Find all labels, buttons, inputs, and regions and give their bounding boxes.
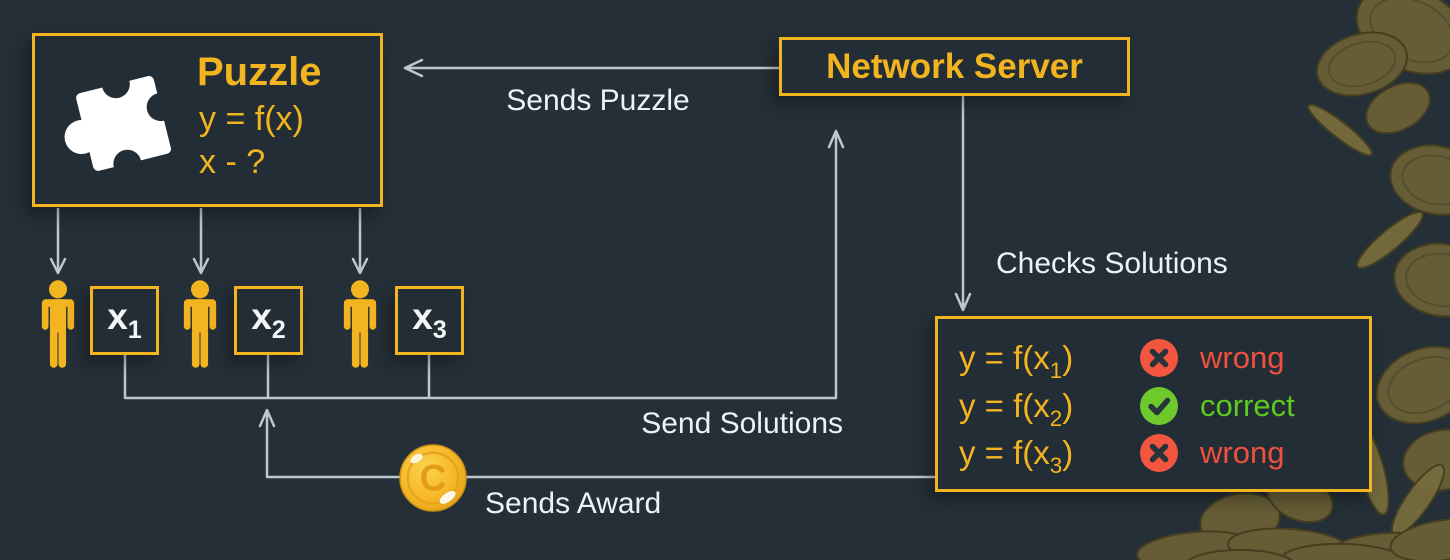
puzzle-piece-icon (39, 44, 194, 199)
solution-3-status: wrong (1200, 435, 1285, 470)
solution-1-status: wrong (1200, 340, 1285, 375)
arrow-sends-puzzle (403, 58, 781, 78)
arrow-checks-solutions (954, 95, 972, 312)
solution-2-status: correct (1200, 388, 1295, 423)
arrow-puzzle-to-miner-1 (49, 207, 67, 275)
puzzle-box: Puzzle y = f(x) x - ? (32, 33, 383, 207)
label-sends-puzzle: Sends Puzzle (506, 84, 690, 117)
solution-3-formula: y = f(x3) (959, 434, 1074, 478)
arrow-send-solutions (123, 129, 845, 400)
miner-3-solution-box: x3 (395, 286, 464, 355)
cross-icon (1140, 434, 1178, 472)
miner-3-variable: x3 (412, 295, 447, 344)
miner-1-person-icon (39, 280, 77, 368)
svg-text:C: C (420, 458, 447, 499)
label-checks-solutions: Checks Solutions (996, 247, 1228, 280)
network-server-box: Network Server (779, 37, 1130, 96)
miner-3-person-icon (341, 280, 379, 368)
award-coin-icon: C (398, 443, 468, 513)
miner-1-solution-box: x1 (90, 286, 159, 355)
network-server-title: Network Server (826, 47, 1083, 86)
puzzle-formula: y = f(x) (199, 100, 304, 138)
miner-2-person-icon (181, 280, 219, 368)
miner-1-variable: x1 (107, 295, 142, 344)
arrow-puzzle-to-miner-2 (192, 207, 210, 275)
check-icon (1140, 387, 1178, 425)
puzzle-unknown: x - ? (199, 143, 266, 181)
falling-coins-graphic (1306, 0, 1450, 492)
cross-icon (1140, 339, 1178, 377)
solution-1-formula: y = f(x1) (959, 339, 1074, 383)
coin-pile-graphic (1136, 424, 1450, 560)
miner-2-variable: x2 (251, 295, 286, 344)
solution-2-formula: y = f(x2) (959, 387, 1074, 431)
arrow-puzzle-to-miner-3 (351, 207, 369, 275)
solutions-check-box: y = f(x1) wrong y = f(x2) correct y = f(… (935, 316, 1372, 492)
puzzle-title: Puzzle (197, 50, 322, 94)
solution-row-3: y = f(x3) wrong (938, 432, 1369, 478)
label-send-solutions: Send Solutions (641, 407, 843, 440)
miner-2-solution-box: x2 (234, 286, 303, 355)
arrow-sends-award (258, 408, 937, 479)
label-sends-award: Sends Award (485, 487, 662, 520)
solution-row-1: y = f(x1) wrong (938, 337, 1369, 383)
solution-row-2: y = f(x2) correct (938, 385, 1369, 431)
